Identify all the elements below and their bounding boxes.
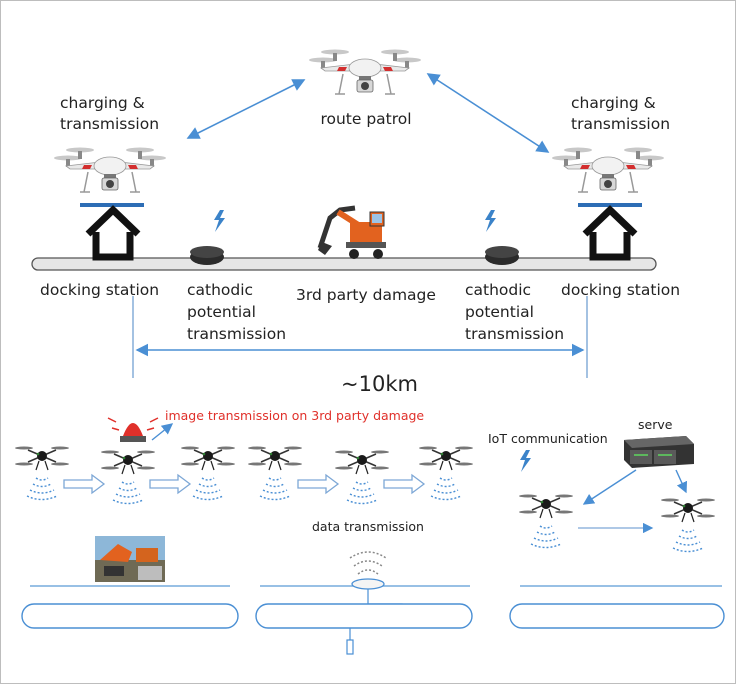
damage-photo bbox=[95, 536, 165, 582]
right-docking-station-icon bbox=[582, 205, 638, 261]
left-cathodic-line-2: potential bbox=[187, 303, 256, 321]
drone-8-waves bbox=[672, 529, 704, 553]
right-patrol-arrow bbox=[426, 73, 550, 153]
route-patrol-drone-icon bbox=[308, 48, 422, 95]
right-charging-label: charging & bbox=[571, 94, 656, 112]
drone-6-waves bbox=[430, 477, 462, 501]
excavator-icon bbox=[317, 205, 386, 259]
drone-1-icon bbox=[14, 445, 70, 471]
right-cathodic-line-2: potential bbox=[465, 303, 534, 321]
left-docked-drone-icon bbox=[53, 146, 167, 193]
pipe-1 bbox=[21, 603, 239, 629]
left-transmission-label: transmission bbox=[60, 115, 160, 133]
route-patrol-label: route patrol bbox=[320, 110, 412, 128]
server-label: serve bbox=[638, 417, 673, 432]
flow-arrow-4 bbox=[383, 474, 425, 494]
left-cathodic-signal-icon bbox=[214, 210, 225, 232]
flow-arrow-1 bbox=[63, 474, 105, 494]
drone-4-icon bbox=[247, 445, 303, 471]
pipe-3 bbox=[509, 603, 725, 629]
right-docking-station-label: docking station bbox=[561, 281, 681, 299]
right-docked-drone-icon bbox=[551, 146, 665, 193]
drone-3-waves bbox=[192, 477, 224, 501]
distance-label: ~10km bbox=[341, 372, 418, 396]
left-cathodic-line-1: cathodic bbox=[187, 281, 254, 299]
left-charging-label: charging & bbox=[60, 94, 145, 112]
sensor-signal-waves bbox=[349, 551, 387, 575]
flow-arrow-2 bbox=[149, 474, 191, 494]
sensor-node-icon bbox=[351, 578, 385, 590]
drone-7-waves bbox=[530, 525, 562, 549]
drone-5-waves bbox=[346, 481, 378, 505]
alarm-siren-icon bbox=[107, 417, 159, 442]
drone-6-icon bbox=[418, 445, 474, 471]
right-cathodic-signal-icon bbox=[485, 210, 496, 232]
left-dock-plate bbox=[80, 203, 144, 207]
data-transmission-label: data transmission bbox=[312, 519, 424, 534]
image-transmission-arrow bbox=[151, 423, 174, 441]
drone-1-waves bbox=[26, 477, 58, 501]
third-party-damage-label: 3rd party damage bbox=[296, 286, 436, 304]
right-cathodic-line-1: cathodic bbox=[465, 281, 532, 299]
pipe-2 bbox=[255, 603, 473, 629]
right-dock-plate bbox=[578, 203, 642, 207]
image-transmission-label: image transmission on 3rd party damage bbox=[165, 408, 425, 423]
drone-2-waves bbox=[112, 481, 144, 505]
iot-signal-icon bbox=[520, 450, 531, 472]
right-transmission-label: transmission bbox=[571, 115, 671, 133]
left-patrol-arrow bbox=[186, 79, 306, 139]
server-icon bbox=[624, 436, 694, 468]
left-docking-station-label: docking station bbox=[40, 281, 160, 299]
drone-3-icon bbox=[180, 445, 236, 471]
drone-8-icon bbox=[660, 497, 716, 523]
right-cathodic-device-icon bbox=[485, 246, 519, 265]
server-to-drone-arrow bbox=[582, 469, 637, 505]
iot-communication-label: IoT communication bbox=[488, 431, 608, 446]
drone-2-icon bbox=[100, 449, 156, 475]
left-docking-station-icon bbox=[85, 205, 141, 261]
right-cathodic-line-3: transmission bbox=[465, 325, 565, 343]
drone-4-waves bbox=[259, 477, 291, 501]
server-down-arrow bbox=[675, 469, 688, 494]
flow-arrow-3 bbox=[297, 474, 339, 494]
left-cathodic-line-3: transmission bbox=[187, 325, 287, 343]
drone-5-icon bbox=[334, 449, 390, 475]
drone-7-icon bbox=[518, 493, 574, 519]
left-cathodic-device-icon bbox=[190, 246, 224, 265]
